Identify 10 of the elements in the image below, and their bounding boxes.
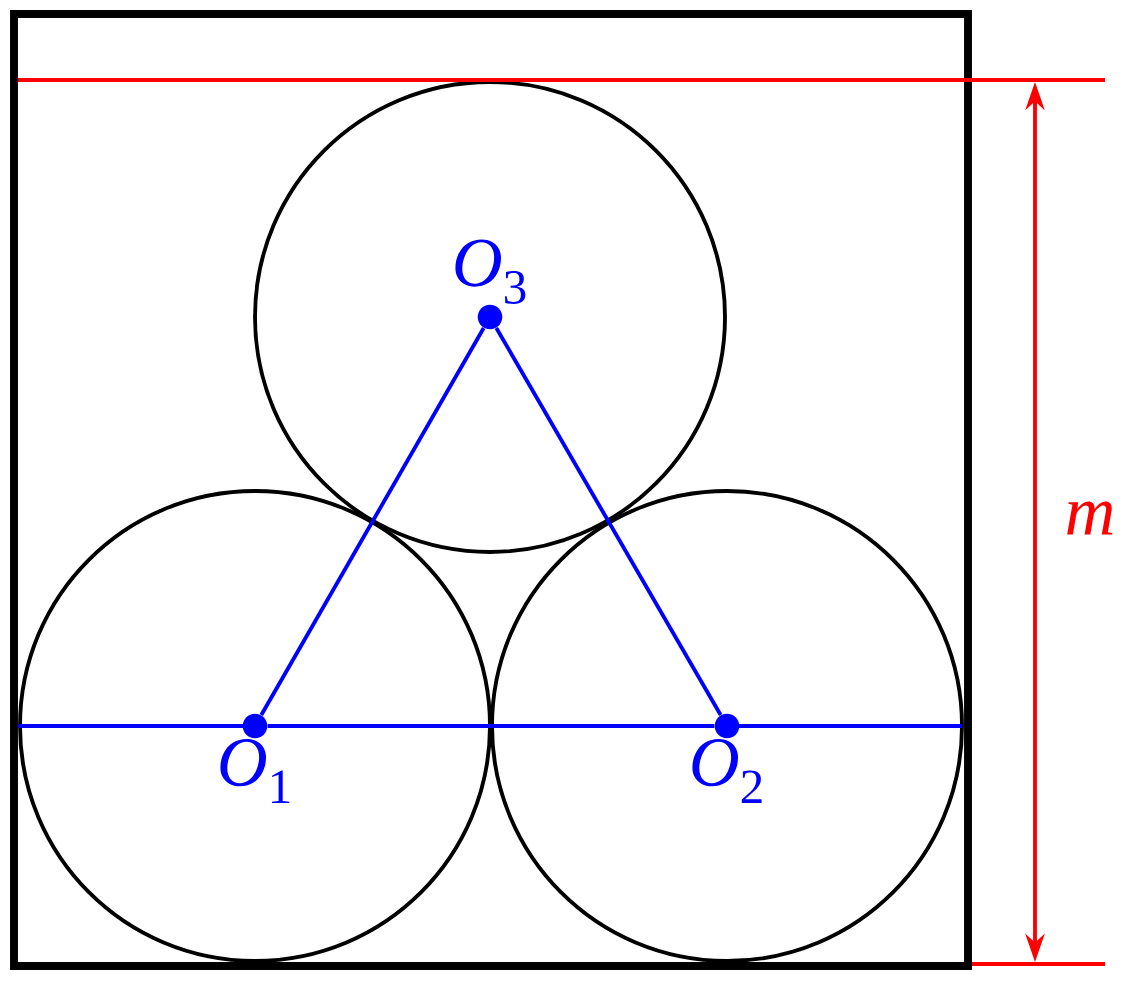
node-label: O$_{2}$: [692, 739, 762, 804]
node-label: O$_{1}$: [220, 739, 290, 803]
triangle-side: [267, 724, 715, 728]
triangle-side: [259, 327, 486, 716]
triangle-side: [494, 326, 723, 716]
node-label: O$_{3}$: [455, 239, 526, 304]
center-point: O$_{2}$: [692, 713, 762, 804]
center-point: O$_{3}$: [455, 239, 526, 330]
dimension-label: m: [1067, 501, 1113, 535]
center-point: O$_{1}$: [220, 713, 290, 803]
